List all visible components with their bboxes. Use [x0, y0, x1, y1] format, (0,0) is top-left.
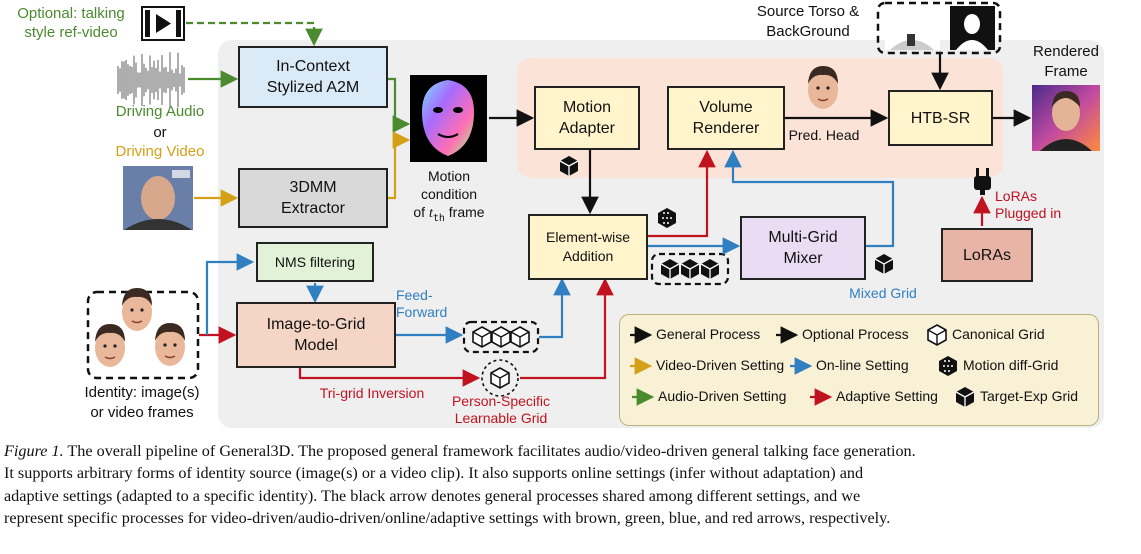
motion-condition-math: t — [428, 206, 433, 221]
legend-video: Video-Driven Setting — [656, 357, 785, 373]
caption-line-4: represent specific processes for video-d… — [4, 509, 891, 528]
motion-condition-sub: th — [432, 212, 445, 224]
feed-forward-grids-group — [462, 320, 540, 354]
multi-grid-box: Multi-Grid Mixer — [740, 216, 866, 280]
mixer-to-render-arrow — [724, 149, 895, 248]
legend-optional: Optional Process — [802, 326, 909, 342]
legend-adaptive: Adaptive Setting — [836, 388, 938, 404]
canonical-grid-icon — [559, 155, 579, 177]
canonical-grids-group — [650, 252, 730, 286]
driving-video-label: Driving Video — [115, 143, 205, 160]
motion-diff-grid-icon — [657, 207, 677, 229]
volume-renderer-box: Volume Renderer — [667, 86, 785, 150]
source-torso-images — [876, 1, 1002, 55]
extractor-arrow — [388, 131, 411, 200]
driving-video-thumbnail — [123, 166, 193, 230]
mixed-grid-label: Mixed Grid — [849, 285, 917, 301]
ff-to-add-arrow — [539, 277, 571, 339]
target-exp-grid-icon — [874, 253, 894, 275]
element-wise-box: Element-wise Addition — [528, 214, 648, 280]
motion-condition-image — [410, 75, 487, 162]
a2m-box: In-Context Stylized A2M — [238, 46, 388, 108]
motion-condition-label: Motion condition of tth frame — [404, 167, 494, 228]
identity-nms-arrow — [205, 253, 255, 335]
adaptive-render-arrow — [648, 149, 716, 238]
legend: General Process Optional Process Canonic… — [619, 314, 1099, 426]
rendered-frame-image — [1032, 85, 1100, 151]
source-torso-label: Source Torso & BackGround — [756, 3, 860, 40]
motion-adapter-box: Motion Adapter — [534, 86, 640, 150]
caption-figure-number: Figure 1. — [4, 442, 64, 460]
tri-grid-arrow — [298, 368, 481, 387]
optional-video-label: Optional: talking style ref-video — [17, 5, 125, 41]
person-specific-grid-icon — [481, 359, 519, 397]
loras-plugged-label: LoRAs Plugged in — [995, 188, 1062, 221]
tri-grid-label: Tri-grid Inversion — [319, 385, 425, 401]
legend-general: General Process — [656, 326, 761, 342]
legend-canonical: Canonical Grid — [952, 326, 1045, 342]
rendered-frame-label: Rendered Frame — [1033, 43, 1099, 80]
legend-motion-diff: Motion diff-Grid — [963, 357, 1059, 373]
legend-target-exp: Target-Exp Grid — [980, 388, 1079, 404]
caption-line-3: adaptive settings (adapted to a specific… — [4, 486, 861, 505]
plug-icon — [974, 168, 991, 195]
caption-line-2: It supports arbitrary forms of identity … — [4, 464, 864, 483]
audio-waveform-icon — [117, 52, 185, 108]
extractor-box: 3DMM Extractor — [238, 168, 388, 228]
adaptive-add-arrow — [520, 277, 614, 380]
person-specific-label: Person-Specific Learnable Grid — [451, 393, 551, 426]
nms-box: NMS filtering — [256, 242, 374, 282]
motion-condition-tail: frame — [444, 204, 485, 220]
image-to-grid-box: Image-to-Grid Model — [236, 302, 396, 368]
or-label: or — [153, 124, 167, 141]
motion-condition-text: Motion condition of — [413, 168, 478, 220]
loras-box: LoRAs — [941, 228, 1033, 282]
caption-line-1: The overall pipeline of General3D. The p… — [63, 442, 916, 460]
film-icon — [141, 6, 185, 41]
feed-forward-label: Feed- Forward — [396, 287, 448, 320]
a2m-arrow — [388, 77, 411, 133]
identity-label: Identity: image(s) or video frames — [84, 384, 200, 421]
predicted-head-image — [807, 65, 839, 110]
figure-caption: Figure 1. The overall pipeline of Genera… — [4, 440, 1137, 530]
driving-audio-label: Driving Audio — [115, 103, 205, 120]
legend-audio: Audio-Driven Setting — [658, 388, 787, 404]
optional-arrow — [186, 21, 323, 47]
pred-head-label: Pred. Head — [788, 127, 860, 143]
legend-online: On-line Setting — [816, 357, 909, 373]
identity-images — [86, 287, 200, 380]
htb-sr-box: HTB-SR — [888, 90, 993, 146]
